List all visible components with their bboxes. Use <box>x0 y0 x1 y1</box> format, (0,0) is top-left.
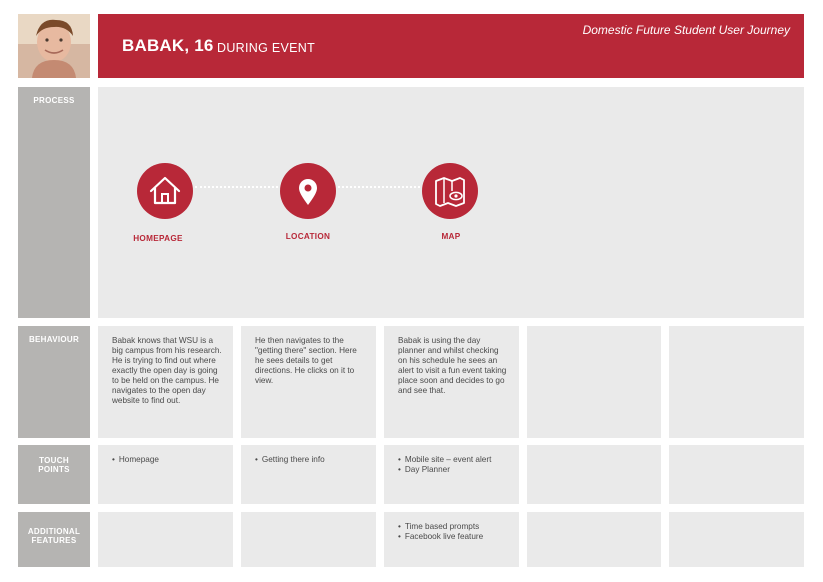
behaviour-cell-3: Babak is using the day planner and whils… <box>384 326 519 438</box>
persona-avatar-image <box>18 14 90 78</box>
row-label-additional-features-line2: FEATURES <box>31 536 77 545</box>
additional-features-cell-5 <box>669 512 804 567</box>
touch-points-cell-1: Homepage <box>98 445 233 504</box>
touch-points-cell-3: Mobile site – event alert Day Planner <box>384 445 519 504</box>
process-step-label-location: LOCATION <box>285 232 331 241</box>
process-step-location <box>280 163 336 219</box>
journey-phase: DURING EVENT <box>217 41 316 55</box>
persona-name: BABAK, 16 <box>122 36 214 55</box>
touch-points-list-3: Mobile site – event alert Day Planner <box>398 455 509 475</box>
row-label-behaviour-text: BEHAVIOUR <box>28 335 80 344</box>
row-label-behaviour: BEHAVIOUR <box>18 326 90 438</box>
touch-points-cell-4 <box>527 445 661 504</box>
additional-feature-item: Facebook live feature <box>398 532 509 542</box>
map-icon <box>435 177 465 207</box>
touch-point-item: Homepage <box>112 455 223 465</box>
persona-photo <box>18 14 90 78</box>
process-step-map <box>422 163 478 219</box>
touch-point-item: Getting there info <box>255 455 366 465</box>
journey-title: Domestic Future Student User Journey <box>582 23 790 37</box>
connector-dots-2 <box>338 186 420 188</box>
touch-point-item: Day Planner <box>398 465 509 475</box>
process-step-label-homepage: HOMEPAGE <box>133 234 183 243</box>
touch-point-item: Mobile site – event alert <box>398 455 509 465</box>
touch-points-cell-2: Getting there info <box>241 445 376 504</box>
behaviour-cell-5 <box>669 326 804 438</box>
row-label-additional-features: ADDITIONAL FEATURES <box>18 512 90 567</box>
behaviour-cell-2: He then navigates to the "getting there"… <box>241 326 376 438</box>
behaviour-text-2: He then navigates to the "getting there"… <box>255 336 357 385</box>
touch-points-cell-5 <box>669 445 804 504</box>
row-label-process: PROCESS <box>18 87 90 318</box>
behaviour-text-3: Babak is using the day planner and whils… <box>398 336 507 395</box>
row-label-touch-points-line2: POINTS <box>38 465 70 474</box>
header-banner: BABAK, 16 DURING EVENT Domestic Future S… <box>98 14 804 78</box>
additional-features-cell-4 <box>527 512 661 567</box>
home-icon <box>149 176 181 205</box>
connector-dots-1 <box>195 186 278 188</box>
additional-features-cell-2 <box>241 512 376 567</box>
touch-points-list-2: Getting there info <box>255 455 366 465</box>
additional-features-cell-3: Time based prompts Facebook live feature <box>384 512 519 567</box>
row-label-process-text: PROCESS <box>33 96 75 105</box>
touch-points-list-1: Homepage <box>112 455 223 465</box>
process-step-label-map: MAP <box>441 232 461 241</box>
additional-features-cell-1 <box>98 512 233 567</box>
additional-feature-item: Time based prompts <box>398 522 509 532</box>
behaviour-text-1: Babak knows that WSU is a big campus fro… <box>112 336 222 405</box>
additional-features-list-3: Time based prompts Facebook live feature <box>398 522 509 542</box>
row-label-touch-points: TOUCH POINTS <box>18 445 90 504</box>
row-label-touch-points-line1: TOUCH <box>39 456 69 465</box>
process-step-homepage <box>137 163 193 219</box>
behaviour-cell-1: Babak knows that WSU is a big campus fro… <box>98 326 233 438</box>
behaviour-cell-4 <box>527 326 661 438</box>
map-pin-icon <box>299 179 317 205</box>
row-label-additional-features-line1: ADDITIONAL <box>27 527 81 536</box>
